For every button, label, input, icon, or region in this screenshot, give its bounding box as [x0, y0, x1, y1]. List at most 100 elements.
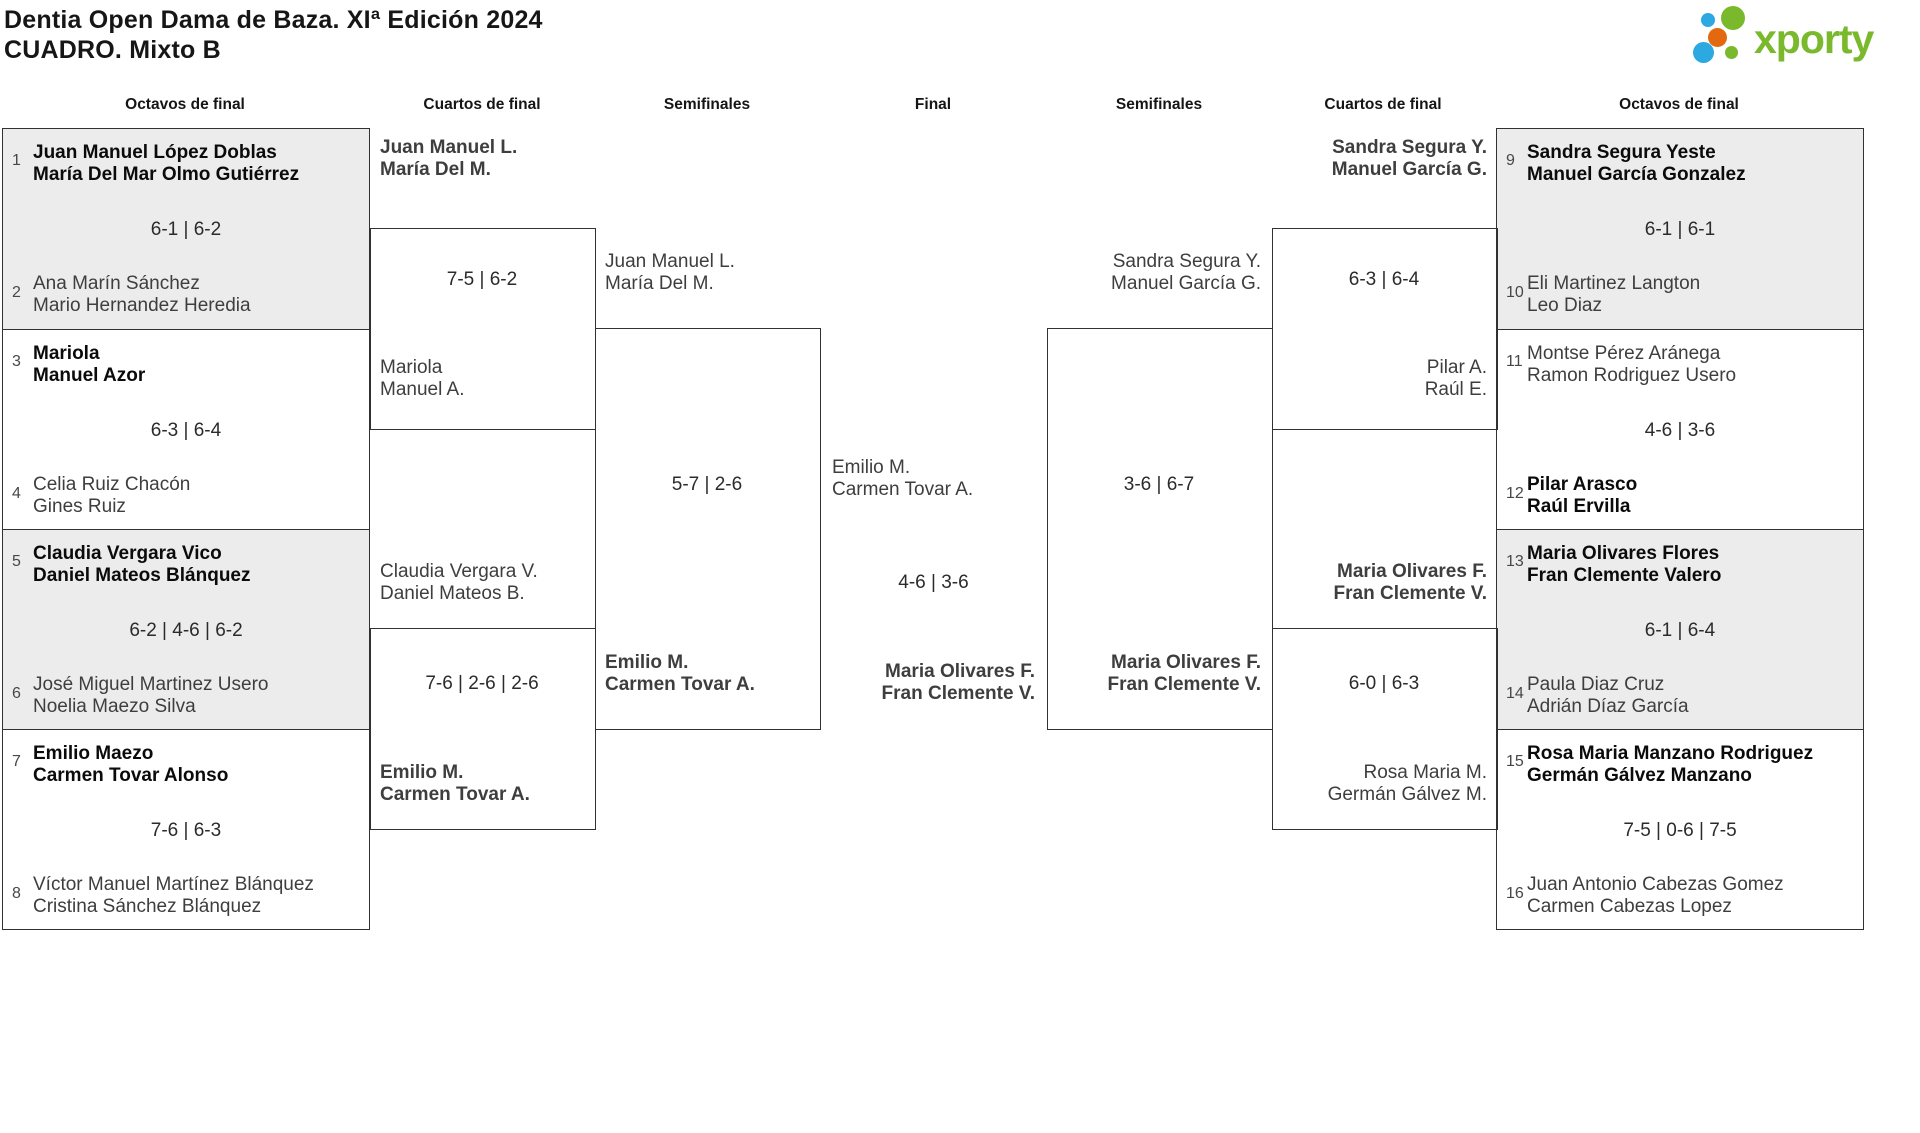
cuartos-right-2-team-a: Maria Olivares F. Fran Clemente V. [1334, 561, 1487, 605]
team-player2: María Del M. [380, 159, 491, 180]
cuartos-left-2-score: 7-6 | 2-6 | 2-6 [425, 673, 539, 694]
team-player2: Raúl E. [1424, 379, 1487, 400]
round-header-final: Final [914, 96, 952, 113]
team-player2: Carmen Tovar A. [832, 479, 974, 500]
match-score: 6-3 | 6-4 [150, 420, 222, 441]
team-player2: Manuel A. [380, 379, 465, 400]
cuartos-right-2-score: 6-0 | 6-3 [1348, 673, 1420, 694]
team-player1: Juan Manuel L. [605, 251, 735, 272]
team-player1: Emilio Maezo [33, 743, 154, 764]
final-team-a: Emilio M. Carmen Tovar A. [832, 457, 973, 501]
team-names: Pilar Arasco Raúl Ervilla [1527, 474, 1637, 518]
team-player1: Maria Olivares F. [1337, 561, 1487, 582]
team-player2: Daniel Mateos B. [380, 583, 525, 604]
seed-number: 13 [1506, 553, 1524, 570]
team-player1: Claudia Vergara Vico [33, 543, 222, 564]
team-names: Eli Martinez Langton Leo Diaz [1527, 273, 1700, 317]
team-player2: Gines Ruiz [33, 496, 126, 517]
team-player1: Claudia Vergara V. [380, 561, 538, 582]
team-player2: Cristina Sánchez Blánquez [33, 896, 262, 917]
logo-dot-green-small-icon [1725, 46, 1738, 59]
team-player2: Fran Clemente V. [881, 683, 1035, 704]
team-player1: Sandra Segura Y. [1332, 137, 1487, 158]
team-player1: José Miguel Martinez Usero [33, 674, 269, 695]
team-player2: Carmen Tovar Alonso [33, 765, 229, 786]
octavos-left-column: 1 Juan Manuel López Doblas María Del Mar… [2, 128, 370, 930]
team-player1: Maria Olivares F. [885, 661, 1035, 682]
team-names: Mariola Manuel Azor [33, 343, 145, 387]
team-player1: Rosa Maria M. [1363, 762, 1487, 783]
team-names: Sandra Segura Yeste Manuel García Gonzal… [1527, 142, 1746, 186]
match-score: 6-2 | 4-6 | 6-2 [129, 620, 243, 641]
team-player1: Maria Olivares F. [1111, 652, 1261, 673]
match-box-octavos-5: 9 Sandra Segura Yeste Manuel García Gonz… [1497, 129, 1863, 329]
team-player2: Carmen Cabezas Lopez [1527, 896, 1732, 917]
team-player2: Fran Clemente V. [1333, 583, 1487, 604]
team-player1: Emilio M. [380, 762, 464, 783]
team-player2: Germán Gálvez Manzano [1527, 765, 1752, 786]
team-player2: Carmen Tovar A. [380, 784, 530, 805]
team-player1: Sandra Segura Y. [1112, 251, 1261, 272]
team-player2: Manuel Azor [33, 365, 146, 386]
cuartos-left-1-team-b: Mariola Manuel A. [380, 357, 465, 401]
team-player1: Emilio M. [832, 457, 911, 478]
team-player2: Manuel García Gonzalez [1527, 164, 1746, 185]
match-score: 6-1 | 6-2 [150, 219, 222, 240]
seed-number: 9 [1506, 152, 1515, 169]
round-header-semis-left: Semifinales [663, 96, 751, 113]
team-names: Ana Marín Sánchez Mario Hernandez Heredi… [33, 273, 251, 317]
team-player2: Manuel García G. [1111, 273, 1261, 294]
team-player2: Fran Clemente Valero [1527, 565, 1722, 586]
cuartos-right-2-team-b: Rosa Maria M. Germán Gálvez M. [1328, 762, 1487, 806]
semifinal-left-team-b: Emilio M. Carmen Tovar A. [605, 652, 755, 696]
page-title-line1: Dentia Open Dama de Baza. XIª Edición 20… [4, 6, 543, 34]
team-player1: Juan Manuel López Doblas [33, 142, 277, 163]
team-names: Montse Pérez Aránega Ramon Rodriguez Use… [1527, 343, 1736, 387]
seed-number: 1 [12, 152, 21, 169]
semifinal-right-team-b: Maria Olivares F. Fran Clemente V. [1108, 652, 1261, 696]
cuartos-left-2-team-b: Emilio M. Carmen Tovar A. [380, 762, 530, 806]
logo-wordmark: xporty [1754, 16, 1874, 62]
round-header-cuartos-right: Cuartos de final [1324, 96, 1442, 113]
team-player2: Mario Hernandez Heredia [33, 295, 251, 316]
team-player2: Noelia Maezo Silva [33, 696, 196, 717]
match-box-octavos-1: 1 Juan Manuel López Doblas María Del Mar… [3, 129, 369, 329]
team-player1: Mariola [33, 343, 100, 364]
page-title-line2: CUADRO. Mixto B [4, 36, 221, 64]
xporty-logo[interactable]: xporty [1692, 4, 1912, 70]
team-player2: Carmen Tovar A. [605, 674, 755, 695]
team-player1: Eli Martinez Langton [1527, 273, 1701, 294]
logo-dot-blue-small-icon [1701, 13, 1715, 27]
logo-dot-orange-icon [1708, 28, 1727, 47]
team-player1: Sandra Segura Yeste [1527, 142, 1716, 163]
match-box-octavos-4: 7 Emilio Maezo Carmen Tovar Alonso 7-6 |… [3, 729, 369, 929]
team-names: Rosa Maria Manzano Rodriguez Germán Gálv… [1527, 743, 1813, 787]
team-names: Víctor Manuel Martínez Blánquez Cristina… [33, 874, 314, 918]
team-names: Claudia Vergara Vico Daniel Mateos Blánq… [33, 543, 251, 587]
team-player1: Mariola [380, 357, 443, 378]
cuartos-left-1-team-a: Juan Manuel L. María Del M. [380, 137, 517, 181]
team-names: Celia Ruiz Chacón Gines Ruiz [33, 474, 190, 518]
seed-number: 16 [1506, 885, 1524, 902]
team-player2: Germán Gálvez M. [1327, 784, 1487, 805]
cuartos-left-2-team-a: Claudia Vergara V. Daniel Mateos B. [380, 561, 538, 605]
final-team-b: Maria Olivares F. Fran Clemente V. [882, 661, 1035, 705]
match-box-octavos-8: 15 Rosa Maria Manzano Rodriguez Germán G… [1497, 729, 1863, 929]
team-names: Paula Diaz Cruz Adrián Díaz García [1527, 674, 1689, 718]
match-box-octavos-2: 3 Mariola Manuel Azor 6-3 | 6-4 4 Celia … [3, 329, 369, 529]
team-player2: María Del M. [605, 273, 714, 294]
team-player1: Juan Antonio Cabezas Gomez [1527, 874, 1784, 895]
cuartos-right-1-team-b: Pilar A. Raúl E. [1425, 357, 1487, 401]
team-player1: Montse Pérez Aránega [1527, 343, 1721, 364]
cuartos-left-1-score: 7-5 | 6-2 [446, 269, 518, 290]
team-names: Juan Manuel López Doblas María Del Mar O… [33, 142, 299, 186]
round-header-octavos-left: Octavos de final [125, 96, 245, 113]
seed-number: 14 [1506, 685, 1524, 702]
logo-dot-green-large-icon [1721, 6, 1745, 30]
match-box-cuartos-right-1 [1272, 228, 1498, 430]
match-box-octavos-3: 5 Claudia Vergara Vico Daniel Mateos Blá… [3, 529, 369, 729]
match-score: 6-1 | 6-1 [1644, 219, 1716, 240]
seed-number: 15 [1506, 753, 1524, 770]
cuartos-right-1-score: 6-3 | 6-4 [1348, 269, 1420, 290]
team-player2: Adrián Díaz García [1527, 696, 1689, 717]
